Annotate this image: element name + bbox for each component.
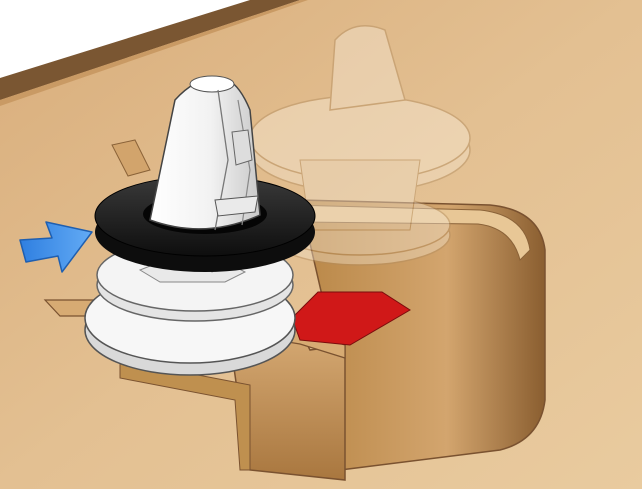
- illustration-canvas: [0, 0, 642, 489]
- fastener-illustration: [0, 0, 642, 489]
